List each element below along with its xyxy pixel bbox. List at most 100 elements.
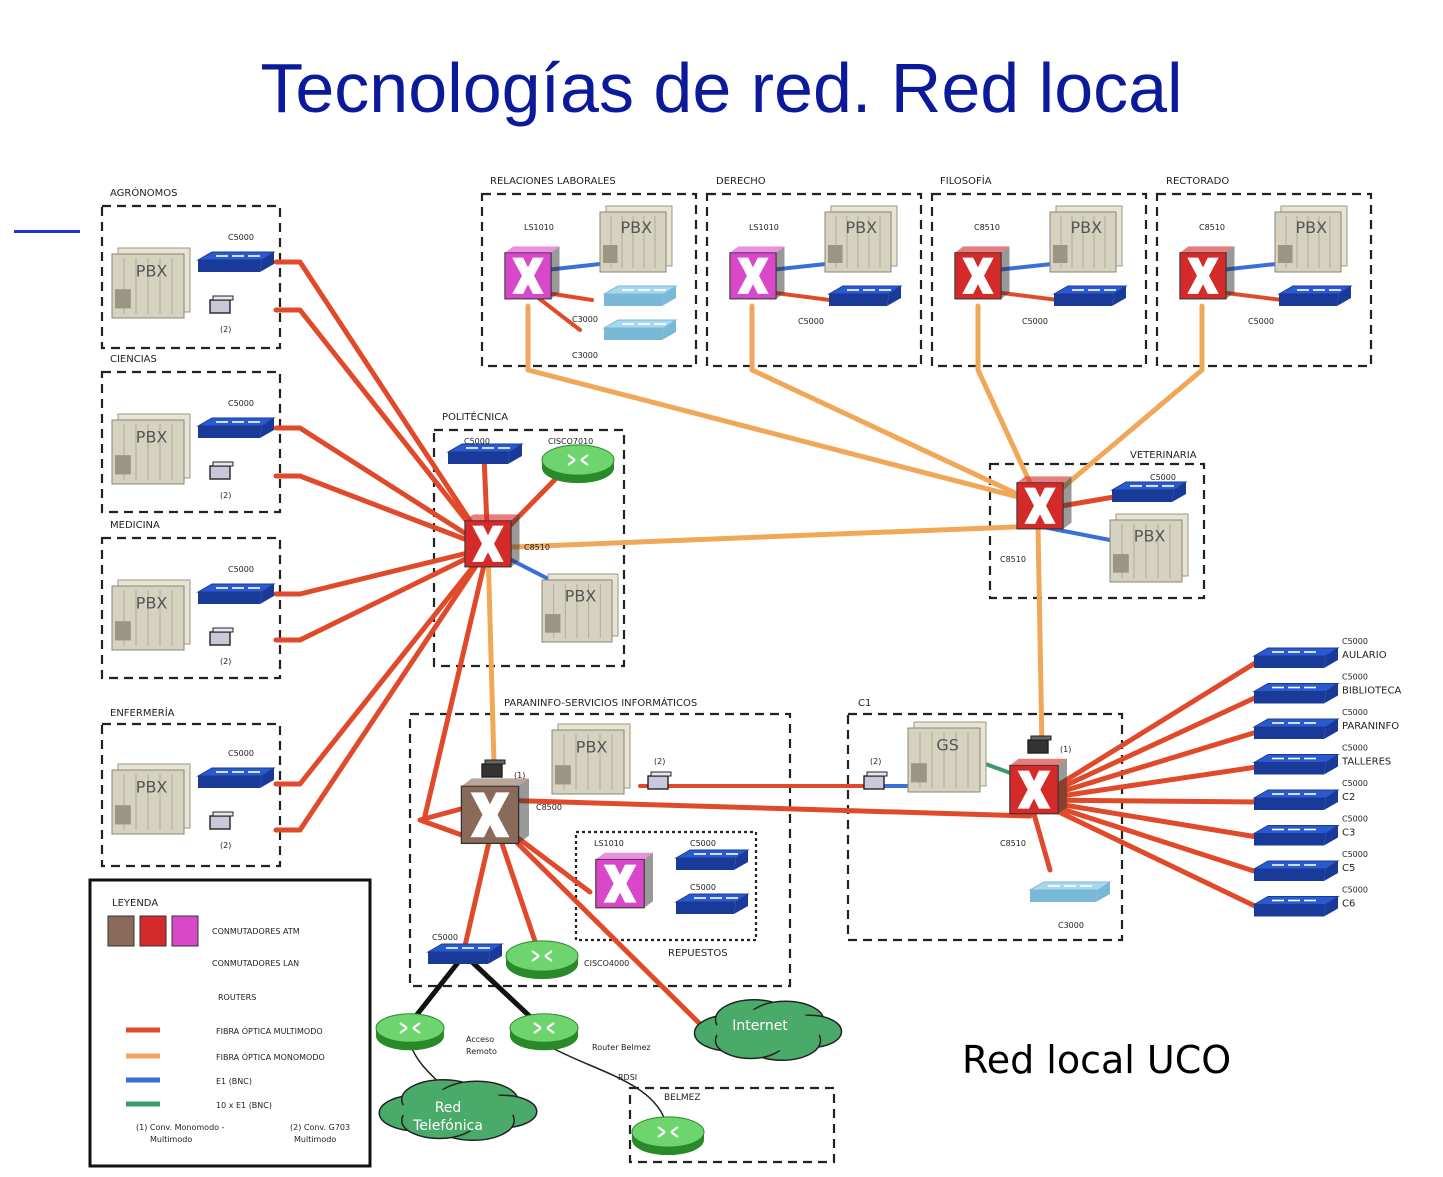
label-rdsi: RDSI [618, 1073, 637, 1082]
legend-box [88, 878, 372, 1168]
label-cisco7010: CISCO7010 [548, 437, 593, 446]
box-relaciones [480, 192, 698, 368]
label-belmez: BELMEZ [664, 1093, 701, 1103]
legend-monomodo: FIBRA ÓPTICA MONOMODO [216, 1051, 325, 1062]
lan-switch-icon-3 [1252, 754, 1340, 775]
legend-conv1b: Multimodo [150, 1135, 192, 1144]
converter-g703-icon [209, 811, 234, 830]
box-medicina [100, 536, 282, 680]
link-fiber-sm [485, 523, 1041, 551]
internet-cloud [693, 998, 843, 1062]
lan-switch-icon [1028, 881, 1112, 902]
lan-switch-icon [196, 251, 276, 272]
box-filosofia [930, 192, 1148, 368]
label-c5000: C5000 [228, 749, 254, 758]
label-c8510: C8510 [1000, 839, 1026, 848]
svg-text:GS: GS [936, 735, 959, 754]
lan-switch-icon-5 [1252, 825, 1340, 846]
legend-atm-swatch [171, 915, 199, 947]
pbx-icon: PBX [551, 723, 631, 795]
link-fiber-sm [1045, 303, 1205, 503]
label-c5000: C5000 [690, 839, 716, 848]
link-fiber-mm [1031, 657, 1263, 803]
legend-multimodo: FIBRA ÓPTICA MULTIMODO [216, 1025, 323, 1036]
link-fiber-sm [975, 303, 1041, 503]
label-tag1: (1) [1060, 745, 1071, 754]
lan-switch-icon [446, 443, 524, 464]
label-atm-model: LS1010 [524, 223, 554, 232]
router-icon [505, 940, 579, 980]
page-title: Tecnologías de red. Red local [260, 49, 1183, 127]
svg-text:PBX: PBX [576, 737, 608, 756]
link-fiber-mm [273, 307, 491, 551]
label-agronomos: AGRÓNOMOS [110, 186, 177, 199]
atm-switch-icon [1179, 246, 1235, 300]
atm-switch-icon [954, 246, 1010, 300]
lan-switch-icon-0 [1252, 647, 1340, 668]
label-c5000: C5000 [228, 565, 254, 574]
link-fiber-mm [273, 545, 491, 597]
link-fiber-mm [273, 259, 491, 551]
link-fiber-sm [749, 303, 1033, 503]
pbx-icon: PBX [1109, 513, 1189, 583]
label-c8500: C8500 [536, 803, 562, 812]
lan-switch-icon [196, 583, 276, 604]
legend-routers: ROUTERS [218, 993, 256, 1002]
converter-mono-multi-icon [1027, 735, 1052, 754]
converter-g703-icon [863, 771, 888, 790]
svg-text:PBX: PBX [621, 218, 653, 237]
link-fiber-sm [485, 545, 497, 767]
label-right-switch-name: C2 [1342, 792, 1355, 803]
svg-text:PBX: PBX [1134, 527, 1166, 546]
svg-text:PBX: PBX [136, 427, 168, 446]
label-c5000: C5000 [1248, 317, 1274, 326]
lan-switch-icon [196, 417, 276, 438]
label-ciencias: CIENCIAS [110, 354, 157, 365]
lan-switch-icon [602, 319, 678, 340]
link-fiber-mm [1031, 797, 1263, 911]
link-fiber-sm [1035, 523, 1045, 751]
atm-switch-icon [460, 778, 529, 845]
svg-text:PBX: PBX [565, 587, 597, 606]
label-tag2: (2) [654, 757, 665, 766]
pbx-icon: PBX [111, 763, 191, 835]
label-ls1010: LS1010 [594, 839, 624, 848]
legend-e1x10: 10 x E1 (BNC) [216, 1101, 272, 1110]
label-remoto: Remoto [466, 1047, 497, 1056]
router-icon [631, 1116, 705, 1156]
pbx-icon: PBX [824, 205, 898, 273]
label-right-switch-model: C5000 [1342, 779, 1368, 788]
label-veterinaria: VETERINARIA [1130, 450, 1197, 461]
link-fiber-mm [273, 545, 491, 833]
link-fiber-mm [1031, 693, 1263, 803]
atm-switch-icon [1009, 758, 1067, 815]
svg-text:PBX: PBX [1296, 218, 1328, 237]
atm-switch-icon [504, 246, 560, 300]
label-right-switch-model: C5000 [1342, 637, 1368, 646]
box-ciencias [100, 370, 282, 514]
atm-switch-icon [595, 852, 653, 909]
box-agronomos [100, 204, 282, 350]
label-tag2: (2) [220, 325, 231, 334]
label-tag1: (1) [514, 771, 525, 780]
pbx-icon: PBX [111, 247, 191, 319]
link-fiber-mm [421, 545, 491, 823]
box-politecnica [432, 428, 626, 668]
label-tag2: (2) [870, 757, 881, 766]
legend-atm: CONMUTADORES ATM [212, 927, 300, 936]
legend-e1: E1 (BNC) [216, 1077, 252, 1086]
label-c3000: C3000 [1058, 921, 1084, 930]
legend-atm-swatch [139, 915, 167, 947]
telefonica-cloud [378, 1078, 538, 1142]
svg-text:PBX: PBX [136, 261, 168, 280]
lan-switch-icon-6 [1252, 860, 1340, 881]
label-c1: C1 [858, 698, 871, 709]
link-fiber-mm [273, 545, 491, 643]
link-fiber-mm [491, 817, 703, 1027]
label-c3000: C3000 [572, 351, 598, 360]
svg-text:PBX: PBX [846, 218, 878, 237]
lan-switch-icon-2 [1252, 718, 1340, 739]
lan-switch-icon-4 [1252, 789, 1340, 810]
link-fiber-sm [525, 303, 1033, 503]
